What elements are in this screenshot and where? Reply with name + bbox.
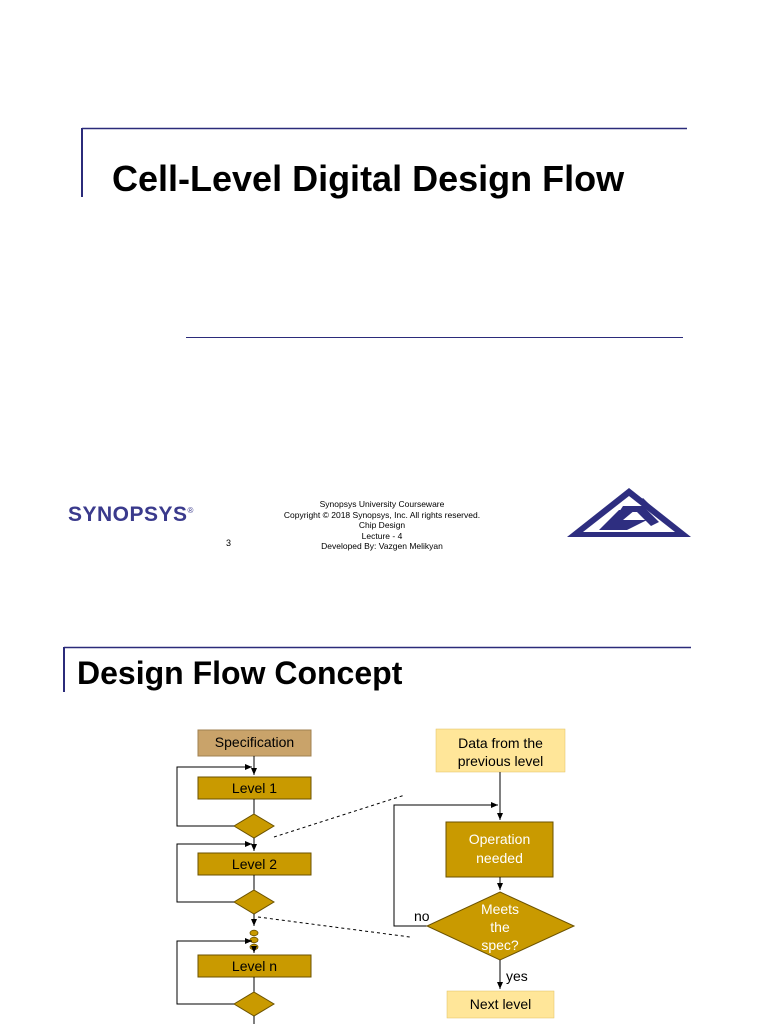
- decision-label: Meets the spec?: [460, 900, 540, 954]
- no-label: no: [414, 908, 430, 924]
- yes-label: yes: [506, 968, 528, 984]
- decision-line: spec?: [481, 937, 519, 953]
- level-2-check-diamond: [233, 889, 275, 915]
- slide-title: Cell-Level Digital Design Flow: [112, 158, 625, 199]
- decision-line: the: [490, 919, 510, 935]
- footer-line: Synopsys University Courseware: [319, 499, 445, 509]
- next-level-label: Next level: [469, 996, 532, 1012]
- level-n-check-diamond: [233, 991, 275, 1017]
- footer-line: Lecture - 4: [361, 530, 403, 541]
- ellipsis-dot: [249, 936, 259, 944]
- operation-box: [445, 821, 554, 878]
- ellipsis-dot: [249, 929, 259, 937]
- slide-2-decor: [63, 646, 691, 692]
- level-1-check-diamond: [233, 813, 275, 839]
- footer-line: Developed By: Vazgen Melikyan: [321, 541, 443, 551]
- specification-label: Specification: [214, 734, 295, 750]
- decision-line: Meets: [480, 901, 520, 917]
- level-1-label: Level 1: [231, 780, 278, 796]
- data-input-box: [435, 728, 566, 773]
- synopsys-logo: SYNOPSYS®: [68, 503, 194, 526]
- operation-line: Operation: [468, 831, 531, 847]
- footer-line: Chip Design: [358, 520, 406, 530]
- operation-line: needed: [476, 850, 523, 866]
- slide-1-decor: [81, 127, 687, 338]
- level-2-label: Level 2: [231, 856, 278, 872]
- specification-box: [197, 729, 312, 757]
- slide-title: Design Flow Concept: [77, 655, 403, 691]
- level-n-label: Level n: [231, 958, 278, 974]
- footer-credits: Synopsys University Courseware Copyright…: [252, 499, 512, 552]
- data-input-line: Data from the: [458, 735, 543, 751]
- next-level-box: [446, 990, 555, 1019]
- operation-label: Operation needed: [446, 830, 553, 868]
- page-number: 3: [226, 538, 232, 548]
- data-input-line: previous level: [457, 753, 544, 769]
- data-input-label: Data from the previous level: [436, 734, 565, 770]
- ellipsis-dot: [249, 943, 259, 951]
- university-emblem-icon: [567, 488, 691, 537]
- footer-line: Copyright © 2018 Synopsys, Inc. All righ…: [283, 509, 481, 520]
